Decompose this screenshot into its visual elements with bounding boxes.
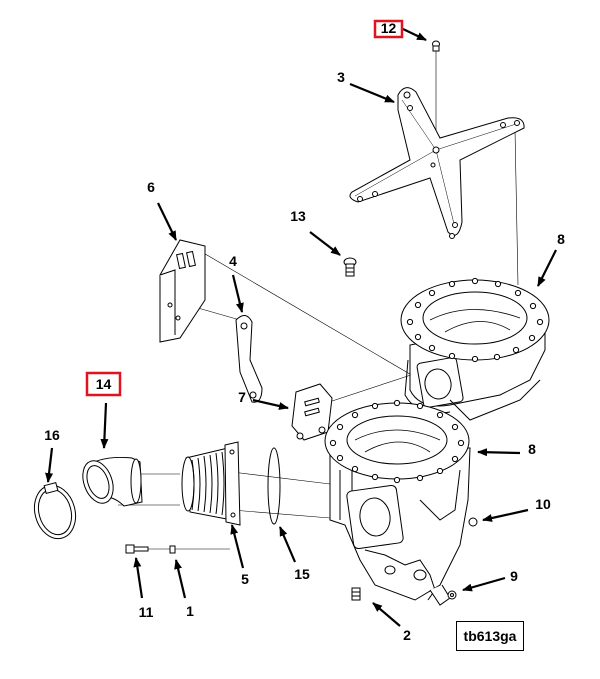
- callout-16: 16: [44, 427, 60, 443]
- callout-11: 11: [139, 604, 154, 620]
- part-10-nut: [468, 517, 478, 527]
- callout-12: 12: [381, 20, 397, 36]
- callout-1: 1: [186, 603, 194, 619]
- callout-8-upper: 8: [557, 231, 565, 247]
- part-1-nut: [169, 545, 176, 554]
- part-11-bolt: [125, 544, 149, 554]
- callout-8-lower: 8: [528, 441, 536, 457]
- callout-2: 2: [403, 627, 411, 643]
- callout-5: 5: [241, 571, 249, 587]
- highlight-box-14: [85, 371, 122, 397]
- part-9-washer: [447, 590, 457, 600]
- callout-arrows: [45, 28, 557, 627]
- part-12-screw: [432, 40, 440, 52]
- part-5-bellows: [181, 441, 241, 526]
- callout-7: 7: [238, 389, 246, 405]
- callout-14: 14: [96, 376, 112, 392]
- part-14-elbow: [82, 457, 143, 507]
- part-6-bracket: [159, 239, 206, 343]
- part-13-bolt: [343, 257, 357, 277]
- part-15-gasket: [267, 447, 281, 525]
- callout-labels: 12 3 6 4 13 8 7 8 10 9 2 14 16 5 15 11 1: [44, 20, 565, 643]
- callout-10: 10: [535, 496, 551, 512]
- callout-3: 3: [337, 69, 345, 85]
- part-8-upper-housing: [400, 277, 550, 421]
- part-3-mounting-plate: [349, 87, 525, 239]
- part-8-lower-housing: [324, 399, 471, 606]
- callout-9: 9: [510, 568, 518, 584]
- callout-15: 15: [294, 566, 310, 582]
- reference-code-box: tb613ga: [456, 621, 524, 651]
- part-16-clamp: [33, 481, 77, 540]
- callout-4: 4: [229, 253, 237, 269]
- part-4-link: [235, 315, 263, 403]
- highlight-box-12: [373, 19, 404, 39]
- callout-13: 13: [290, 208, 306, 224]
- reference-code: tb613ga: [463, 628, 517, 644]
- part-2-fitting: [351, 587, 361, 601]
- callout-6: 6: [147, 179, 155, 195]
- part-7-plate: [291, 383, 333, 441]
